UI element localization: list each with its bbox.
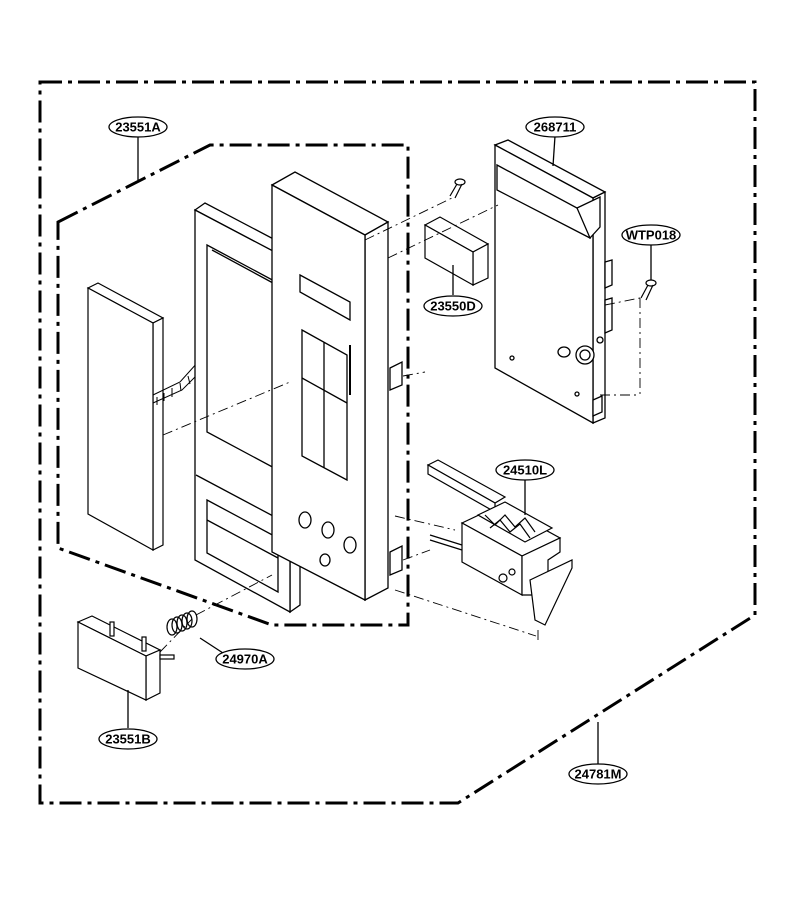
label-23551B: 23551B (105, 732, 151, 747)
control-housing (270, 171, 403, 602)
label-WTP018: WTP018 (626, 228, 677, 243)
spring (166, 610, 198, 636)
label-23551A: 23551A (115, 120, 161, 135)
label-268711: 268711 (534, 120, 577, 135)
callout-leaders (127, 135, 652, 764)
assembly-guide-lines (159, 197, 641, 653)
outer-assembly-boundary (38, 80, 757, 805)
panel-assembly-boundary (56, 143, 410, 627)
screw-top (449, 178, 466, 199)
callout-spring: 24970A (215, 648, 275, 670)
label-24781M: 24781M (575, 767, 622, 782)
screw-wtp018 (640, 279, 657, 301)
label-23550D: 23550D (430, 299, 476, 314)
label-24510L: 24510L (503, 463, 547, 478)
callout-latch-block: 24510L (495, 459, 555, 481)
label-plate (423, 216, 490, 287)
latch-block (426, 459, 573, 626)
callout-assembly: 24781M (568, 763, 628, 785)
pcb-board (493, 139, 613, 425)
callout-screw: WTP018 (621, 224, 681, 246)
callout-label-plate: 23550D (423, 295, 483, 317)
callout-pcb: 268711 (525, 116, 585, 138)
label-24970A: 24970A (222, 652, 268, 667)
callout-button: 23551B (98, 728, 158, 750)
display-window-panel (86, 282, 165, 552)
callout-panel-frame: 23551A (108, 116, 168, 138)
push-button (76, 615, 175, 701)
